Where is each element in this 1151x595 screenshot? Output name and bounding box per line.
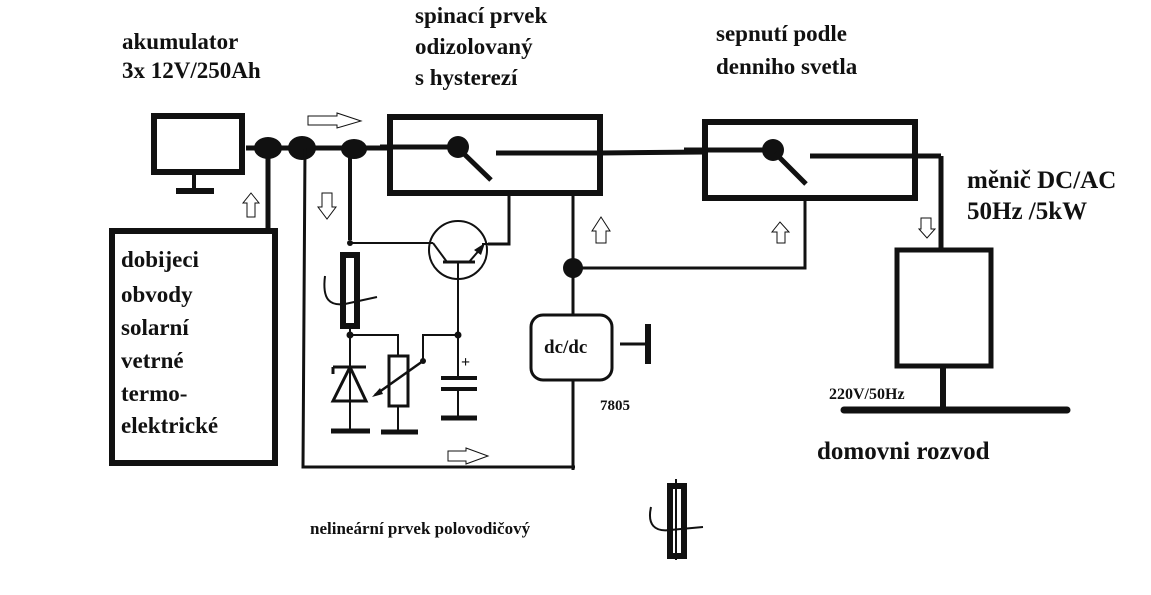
hysteresis-switch-block [380,114,603,196]
house-distribution-label: domovni rozvod [817,438,990,465]
switch-title-line2: odizolovaný [415,34,533,59]
mains-voltage-label: 220V/50Hz [829,386,905,403]
charging-line-5: termo- [121,381,188,406]
daylight-title-line2: denniho svetla [716,54,858,79]
daylight-title-line1: sepnutí podle [716,21,848,46]
charging-line-2: obvody [121,282,193,307]
arrow-up-icon [241,192,261,218]
battery-block [151,113,245,194]
capacitor-plus-sign: + [461,354,471,371]
dcdc-label: dc/dc [544,337,588,358]
arrow-right-icon [447,447,490,465]
charging-circuits-block [109,148,278,466]
regulator-label: 7805 [600,398,630,414]
capacitor-symbol [441,331,477,421]
arrow-up-icon [591,216,611,244]
inverter-title-line1: měnič DC/AC [967,167,1117,194]
switch-title-line3: s hysterezí [415,65,518,90]
arrow-down-icon [917,217,937,239]
legend-thermistor-symbol [649,479,704,560]
arrow-down-icon [317,192,337,220]
flow-arrows [241,112,937,465]
charging-line-6: elektrické [121,413,219,438]
battery-spec: 3x 12V/250Ah [122,58,261,83]
battery-title: akumulator [122,29,239,54]
thermistor-symbol [323,240,378,430]
zener-diode-symbol [330,363,370,434]
arrow-up-icon [770,221,791,244]
transistor-symbol [350,220,509,335]
inverter-block [840,247,1071,414]
return-loop-wire [301,147,575,469]
potentiometer-symbol [350,334,458,435]
charging-line-1: dobijeci [121,247,199,272]
charging-line-3: solarní [121,315,189,340]
switch-title-line1: spinací prvek [415,3,548,28]
arrow-right-icon [307,112,363,129]
daylight-switch-block [684,119,944,250]
legend-nonlinear-label: nelineární prvek polovodičový [310,519,531,538]
dcdc-converter-block [529,313,651,470]
inverter-title-line2: 50Hz /5kW [967,198,1088,225]
charging-line-4: vetrné [121,348,184,373]
